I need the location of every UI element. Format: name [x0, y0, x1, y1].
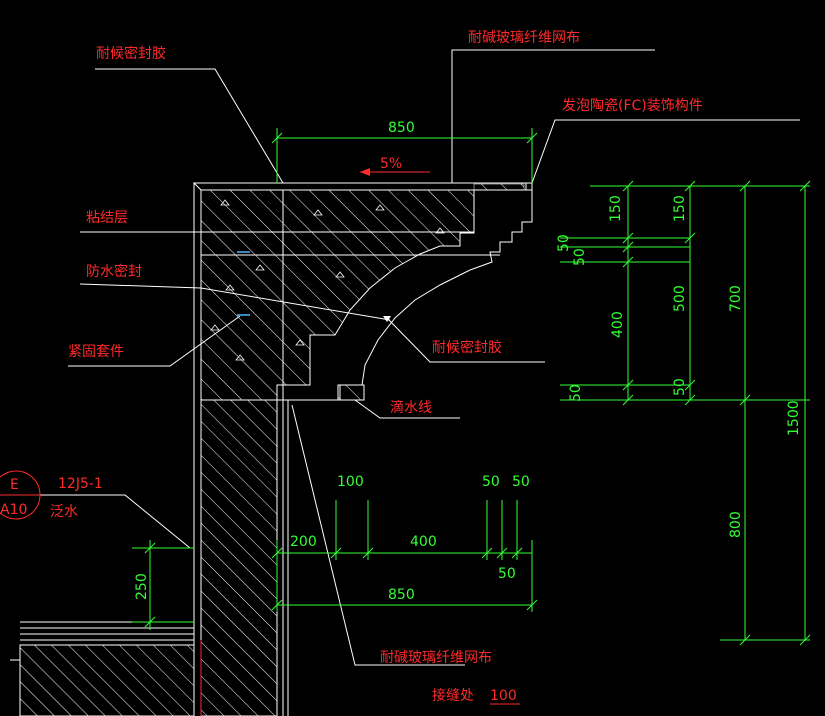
label-joint: 接缝处 [432, 687, 474, 704]
dim-bottom-850: 850 [388, 587, 415, 603]
dim-right-50a: 50 [556, 234, 572, 252]
dim-bottom-400: 400 [410, 534, 437, 550]
label-sealant-top: 耐候密封胶 [96, 45, 166, 62]
concrete-hatch [200, 189, 475, 401]
fc-profile [288, 189, 533, 401]
dim-right-800: 800 [728, 511, 744, 538]
label-waterproof-seal: 防水密封 [86, 263, 142, 280]
dim-bottom-50b: 50 [512, 474, 530, 490]
label-mesh-top: 耐碱玻璃纤维网布 [468, 29, 580, 46]
callout-bottom: A10 [0, 502, 27, 518]
label-sealant-right: 耐候密封胶 [432, 339, 502, 356]
dim-right-700: 700 [728, 285, 744, 312]
dim-top-850: 850 [388, 120, 415, 136]
dim-left-250: 250 [134, 573, 150, 600]
dim-right [560, 180, 811, 646]
wall-structure [193, 183, 289, 716]
dim-bottom-100: 100 [337, 474, 364, 490]
dim-left [132, 540, 194, 630]
dim-right-50c: 50 [568, 384, 584, 402]
label-fc-component: 发泡陶瓷(FC)装饰构件 [562, 98, 703, 114]
floor-section [10, 621, 195, 716]
dim-right-150b: 150 [672, 195, 688, 222]
callout-top: E [10, 477, 19, 493]
label-drip-line: 滴水线 [390, 399, 432, 416]
label-fastener: 紧固套件 [68, 344, 124, 360]
label-bond-layer: 粘结层 [86, 210, 128, 226]
dim-right-1500: 1500 [786, 400, 802, 436]
label-mesh-bottom: 耐碱玻璃纤维网布 [380, 649, 492, 666]
dim-bottom-50c: 50 [498, 566, 516, 582]
dim-right-150a: 150 [608, 195, 624, 222]
dim-bottom-50a: 50 [482, 474, 500, 490]
label-flashing: 泛水 [50, 504, 78, 520]
slope-indicator: 5% [360, 156, 430, 176]
label-joint-value: 100 [490, 688, 517, 704]
dim-bottom-200: 200 [290, 534, 317, 550]
dim-bottom [271, 500, 538, 612]
label-flashing-ref: 12J5-1 [58, 476, 103, 492]
aggregate-marks [210, 199, 445, 361]
detail-callout: E A10 [0, 470, 41, 520]
dim-top [271, 128, 538, 183]
leader-lines [40, 49, 800, 666]
dim-right-50d: 50 [672, 378, 688, 396]
dim-right-500: 500 [672, 285, 688, 312]
dim-right-400: 400 [610, 311, 626, 338]
cornice-body [192, 182, 533, 401]
dim-right-50b: 50 [572, 248, 588, 266]
slope-text: 5% [380, 156, 402, 172]
